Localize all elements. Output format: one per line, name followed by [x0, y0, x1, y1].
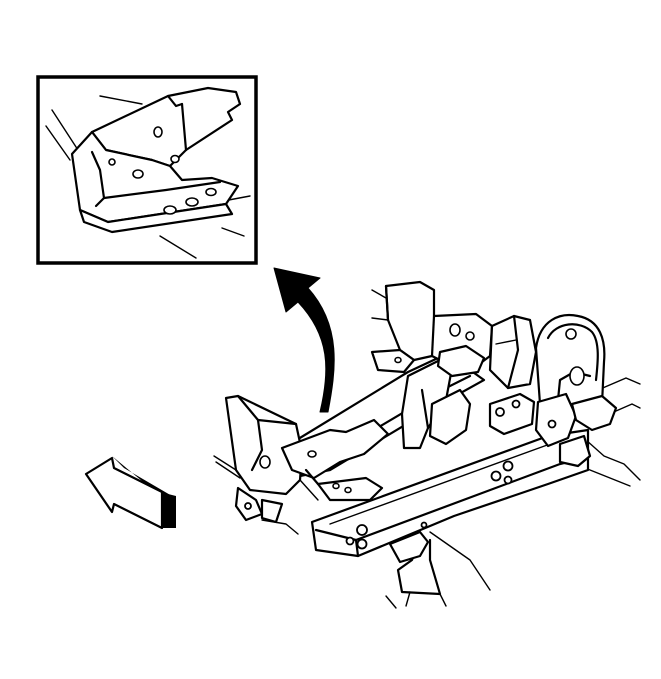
callout-arrow [273, 267, 335, 413]
front-frame-crossmember [213, 280, 641, 609]
inset-frame-rail [45, 86, 251, 259]
detail-inset [36, 75, 258, 265]
front-direction-arrow [84, 456, 176, 530]
